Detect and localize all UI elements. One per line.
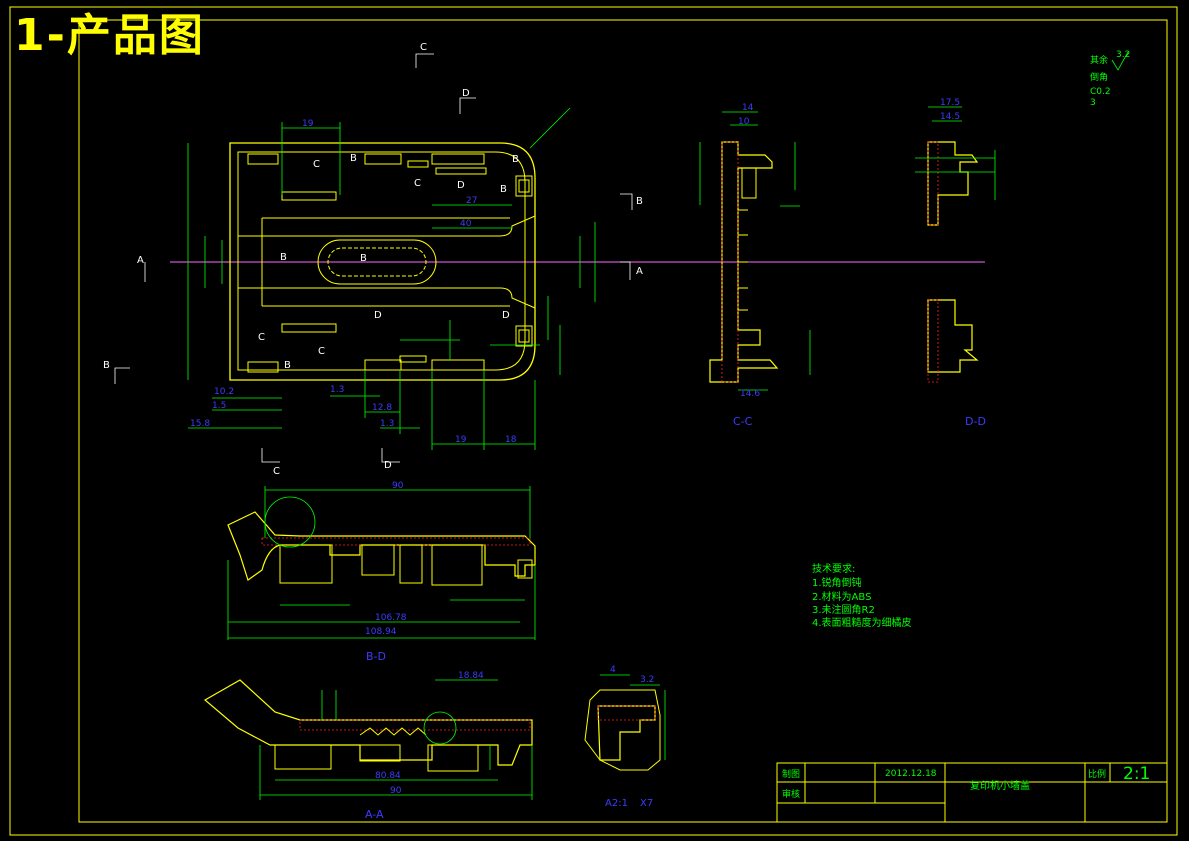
drawn-label: 制图 bbox=[782, 768, 800, 780]
view-label-c1: C bbox=[313, 159, 320, 170]
note-item-2: 2.材料为ABS bbox=[812, 590, 871, 603]
surface-ra-value: 3.2 bbox=[1116, 50, 1130, 60]
cut-label-c-bottom: C bbox=[273, 466, 280, 477]
chamfer-value: C0.2 bbox=[1090, 87, 1111, 97]
note-item-4: 4.表面粗糙度为细橘皮 bbox=[812, 616, 912, 629]
dim-top-27: 27 bbox=[466, 196, 477, 206]
dim-cc-14-6: 14.6 bbox=[740, 389, 760, 399]
dim-bot-1-3b: 1.3 bbox=[380, 419, 394, 429]
view-label-b4: B bbox=[280, 252, 287, 263]
technical-notes: 技术要求: 1.锐角倒钝 2.材料为ABS 3.未注圆角R2 4.表面粗糙度为细… bbox=[812, 562, 912, 629]
plan-view bbox=[170, 107, 985, 450]
dim-bd-106-78: 106.78 bbox=[375, 613, 407, 623]
dim-left-15-8: 15.8 bbox=[190, 419, 210, 429]
drawing-date: 2012.12.18 bbox=[885, 769, 937, 779]
dim-aa-80-84: 80.84 bbox=[375, 771, 401, 781]
dim-left-1-5: 1.5 bbox=[212, 401, 226, 411]
view-label-c2: C bbox=[414, 178, 421, 189]
part-name: 复印机小墙盖 bbox=[970, 779, 1030, 792]
dim-bd-108-94: 108.94 bbox=[365, 627, 397, 637]
detail-x-label: X7 bbox=[640, 798, 653, 809]
view-label-c4: C bbox=[318, 346, 325, 357]
view-label-b3: B bbox=[500, 184, 507, 195]
view-label-d2: D bbox=[374, 310, 382, 321]
view-label-b5: B bbox=[360, 253, 367, 264]
cut-label-b-right: B bbox=[636, 196, 643, 207]
roughness-symbol-icon bbox=[1111, 51, 1129, 71]
dim-aa-18-84: 18.84 bbox=[458, 671, 484, 681]
view-label-d1: D bbox=[457, 180, 465, 191]
section-cc: 14 10 14.6 C-C bbox=[699, 103, 811, 428]
dim-top-40: 40 bbox=[460, 219, 472, 229]
dim-bot-1-3: 1.3 bbox=[330, 385, 344, 395]
section-bd: 90 106.78 108.94 B-D bbox=[227, 481, 536, 663]
section-label-bd: B-D bbox=[366, 650, 386, 663]
cut-label-b-left: B bbox=[103, 360, 110, 371]
view-label-c3: C bbox=[258, 332, 265, 343]
section-label-dd: D-D bbox=[965, 415, 986, 428]
dim-bot-12-8: 12.8 bbox=[372, 403, 392, 413]
note-item-1: 1.锐角倒钝 bbox=[812, 576, 862, 589]
dim-bot-18: 18 bbox=[505, 435, 517, 445]
dim-det-3-2: 3.2 bbox=[640, 675, 654, 685]
note-item-3: 3.未注圆角R2 bbox=[812, 603, 875, 616]
view-label-d3: D bbox=[502, 310, 510, 321]
section-aa: 18.84 80.84 90 A-A bbox=[203, 671, 533, 821]
dim-cc-14: 14 bbox=[742, 103, 754, 113]
page-title: 1-产品图 bbox=[14, 10, 205, 61]
outer-frame bbox=[9, 6, 1178, 836]
cut-label-d-top: D bbox=[462, 88, 470, 99]
scale-label: 比例 bbox=[1088, 768, 1106, 780]
dim-dd-17-5: 17.5 bbox=[940, 98, 960, 108]
view-label-b2: B bbox=[512, 154, 519, 165]
dim-det-4: 4 bbox=[610, 665, 616, 675]
section-dd: 17.5 14.5 D-D bbox=[915, 98, 996, 428]
scale-value: 2:1 bbox=[1123, 764, 1150, 784]
notes-heading: 技术要求: bbox=[812, 562, 855, 575]
dim-bot-19: 19 bbox=[455, 435, 467, 445]
view-label-b6: B bbox=[284, 360, 291, 371]
detail-scale-label: A2:1 bbox=[605, 798, 628, 809]
dim-cc-10: 10 bbox=[738, 117, 750, 127]
surface-extra: 3 bbox=[1090, 98, 1096, 108]
cut-label-d-bottom: D bbox=[384, 460, 392, 471]
cut-label-c-top: C bbox=[420, 42, 427, 53]
dim-top-19: 19 bbox=[302, 119, 314, 129]
inner-frame bbox=[78, 19, 1168, 823]
detail-a-view: 4 3.2 A2:1 X7 bbox=[584, 665, 666, 809]
title-block bbox=[776, 762, 1168, 823]
view-label-b1: B bbox=[350, 153, 357, 164]
section-label-aa: A-A bbox=[365, 808, 384, 821]
surface-rest-label: 其余 bbox=[1090, 54, 1108, 66]
dim-aa-90: 90 bbox=[390, 786, 402, 796]
dim-left-10-2: 10.2 bbox=[214, 387, 234, 397]
section-label-cc: C-C bbox=[733, 415, 753, 428]
cut-label-a-left: A bbox=[137, 255, 144, 266]
dim-dd-14-5: 14.5 bbox=[940, 112, 960, 122]
cut-label-a-right: A bbox=[636, 266, 643, 277]
chamfer-label: 倒角 bbox=[1090, 71, 1108, 83]
dim-bd-90: 90 bbox=[392, 481, 404, 491]
checked-label: 审核 bbox=[782, 788, 800, 800]
